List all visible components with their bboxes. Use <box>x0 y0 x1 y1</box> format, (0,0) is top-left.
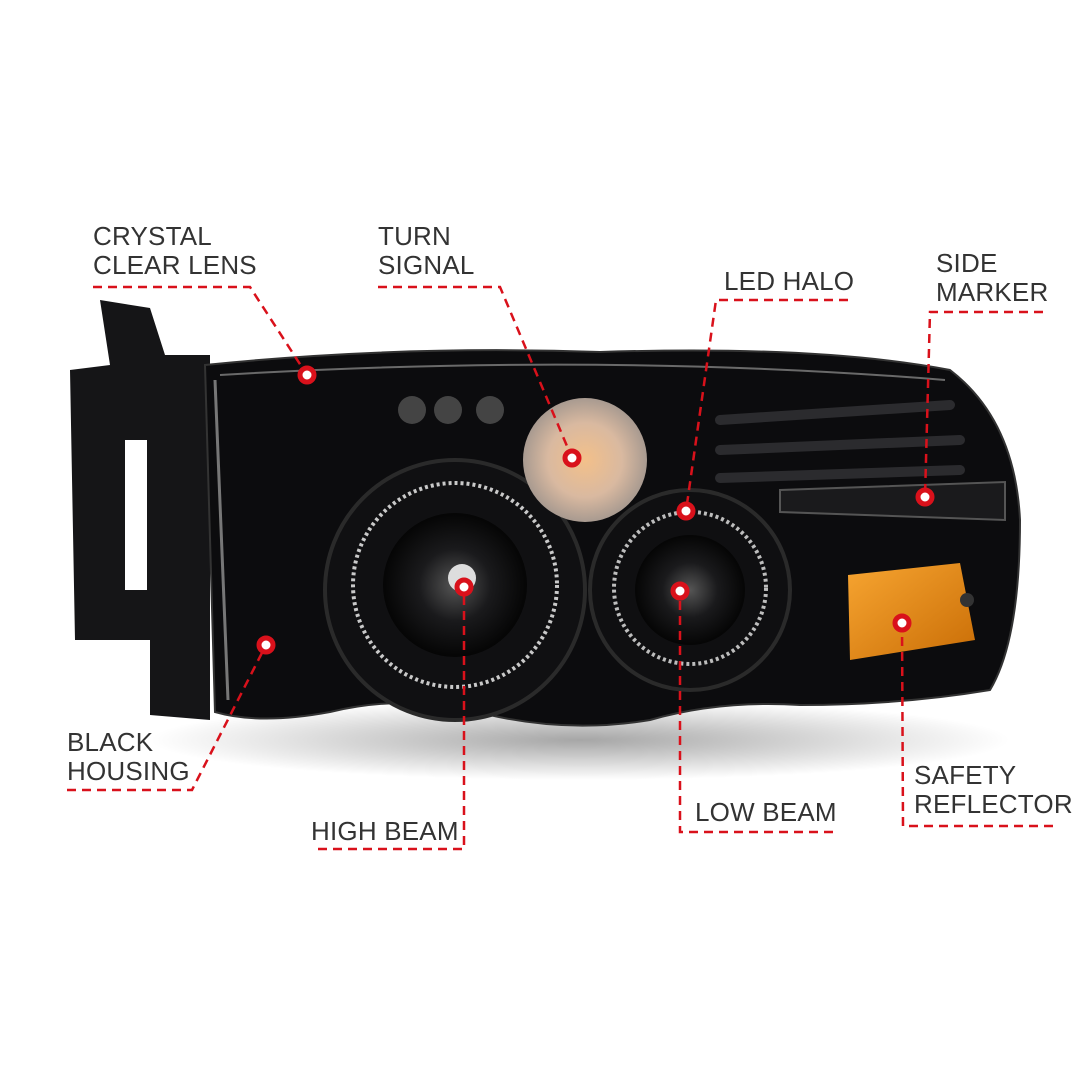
label-line: REFLECTOR <box>914 789 1073 819</box>
callout-dot-side-marker <box>915 487 935 507</box>
turn-signal-lens <box>523 398 647 522</box>
safety-reflector-lens <box>848 563 975 660</box>
high-beam-halo <box>351 481 559 689</box>
low-beam-lens <box>635 535 745 645</box>
label-line: HOUSING <box>67 756 190 786</box>
callout-line-safety-reflector <box>900 622 1053 828</box>
label-line: CLEAR LENS <box>93 250 257 280</box>
housing-vents <box>398 396 504 424</box>
lens-highlight <box>219 363 946 381</box>
label-safety-reflector: SAFETY REFLECTOR <box>914 761 1073 819</box>
floor-shadow <box>150 700 1010 780</box>
callout-line-black-housing <box>67 644 268 792</box>
callout-dot-turn-signal <box>562 448 582 468</box>
label-line: SIGNAL <box>378 250 475 280</box>
callout-line-high-beam <box>318 587 466 851</box>
label-line: TURN <box>378 221 452 251</box>
callout-line-low-beam <box>678 591 833 834</box>
callout-dot-high-beam <box>454 577 474 597</box>
label-line: CRYSTAL <box>93 221 212 251</box>
label-led-halo: LED HALO <box>724 267 854 296</box>
callout-dot-low-beam <box>670 581 690 601</box>
label-crystal-clear-lens: CRYSTAL CLEAR LENS <box>93 222 257 280</box>
led-halo-ring <box>612 510 768 666</box>
callout-line-side-marker <box>923 310 1043 498</box>
callout-line-turn-signal <box>378 285 574 459</box>
bracket-slot <box>125 440 147 590</box>
lens-edge <box>213 379 230 701</box>
label-line: MARKER <box>936 277 1049 307</box>
callout-line-crystal-clear-lens <box>93 285 309 376</box>
adjuster-screw <box>960 593 974 607</box>
housing-ribs <box>715 400 965 483</box>
callout-dot-crystal-clear-lens <box>297 365 317 385</box>
label-line: BLACK <box>67 727 154 757</box>
label-line: LOW BEAM <box>695 797 837 827</box>
callout-dot-black-housing <box>256 635 276 655</box>
side-marker-lens <box>779 480 1006 522</box>
label-line: SIDE <box>936 248 998 278</box>
callout-dot-safety-reflector <box>892 613 912 633</box>
label-low-beam: LOW BEAM <box>695 798 837 827</box>
callout-line-led-halo <box>684 298 848 512</box>
label-black-housing: BLACK HOUSING <box>67 728 190 786</box>
label-high-beam: HIGH BEAM <box>311 817 459 846</box>
label-line: LED HALO <box>724 266 855 296</box>
label-line: HIGH BEAM <box>311 816 459 846</box>
label-line: SAFETY <box>914 760 1017 790</box>
label-turn-signal: TURN SIGNAL <box>378 222 475 280</box>
callout-dot-led-halo <box>676 501 696 521</box>
label-side-marker: SIDE MARKER <box>936 249 1048 307</box>
